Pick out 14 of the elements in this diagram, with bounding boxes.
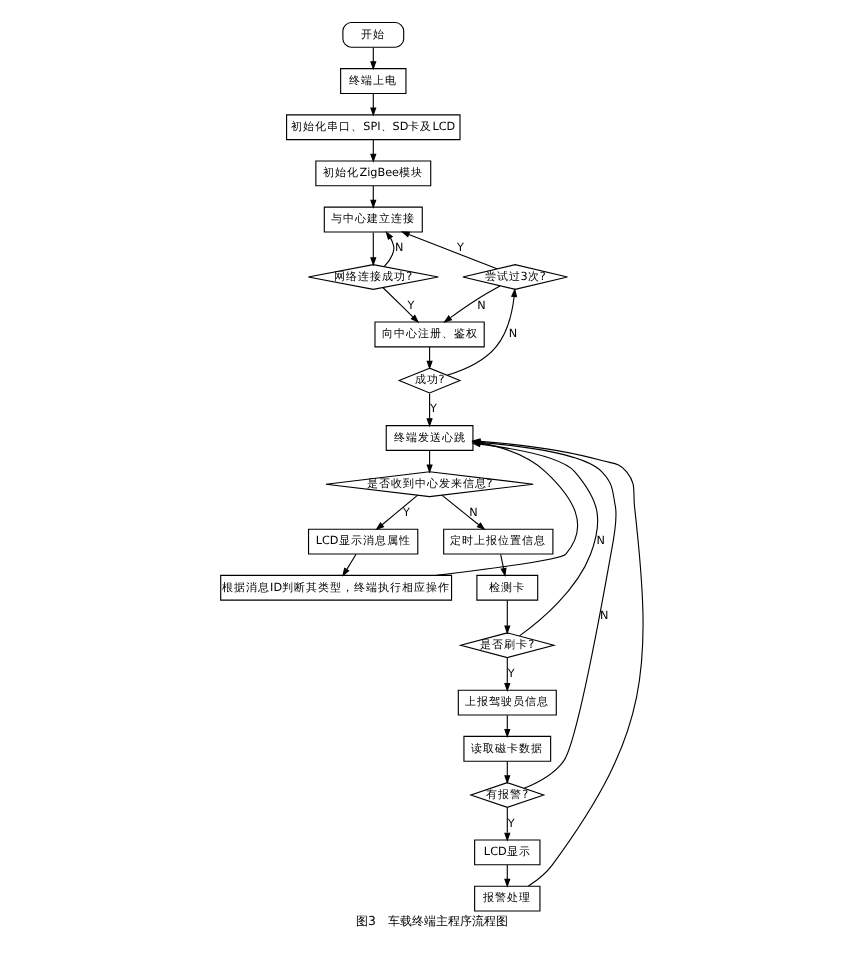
arrow [443, 284, 501, 322]
arrow [370, 230, 377, 266]
arrow [504, 656, 511, 691]
arrow [500, 552, 507, 577]
arrow [504, 806, 511, 841]
arrow [400, 230, 498, 269]
arrow [426, 391, 433, 427]
arrow [504, 599, 511, 634]
arrow [383, 229, 395, 267]
arrow [441, 493, 486, 530]
arrow [375, 493, 419, 530]
arrow [342, 552, 357, 576]
arrow [382, 286, 420, 323]
arrow [446, 286, 518, 375]
